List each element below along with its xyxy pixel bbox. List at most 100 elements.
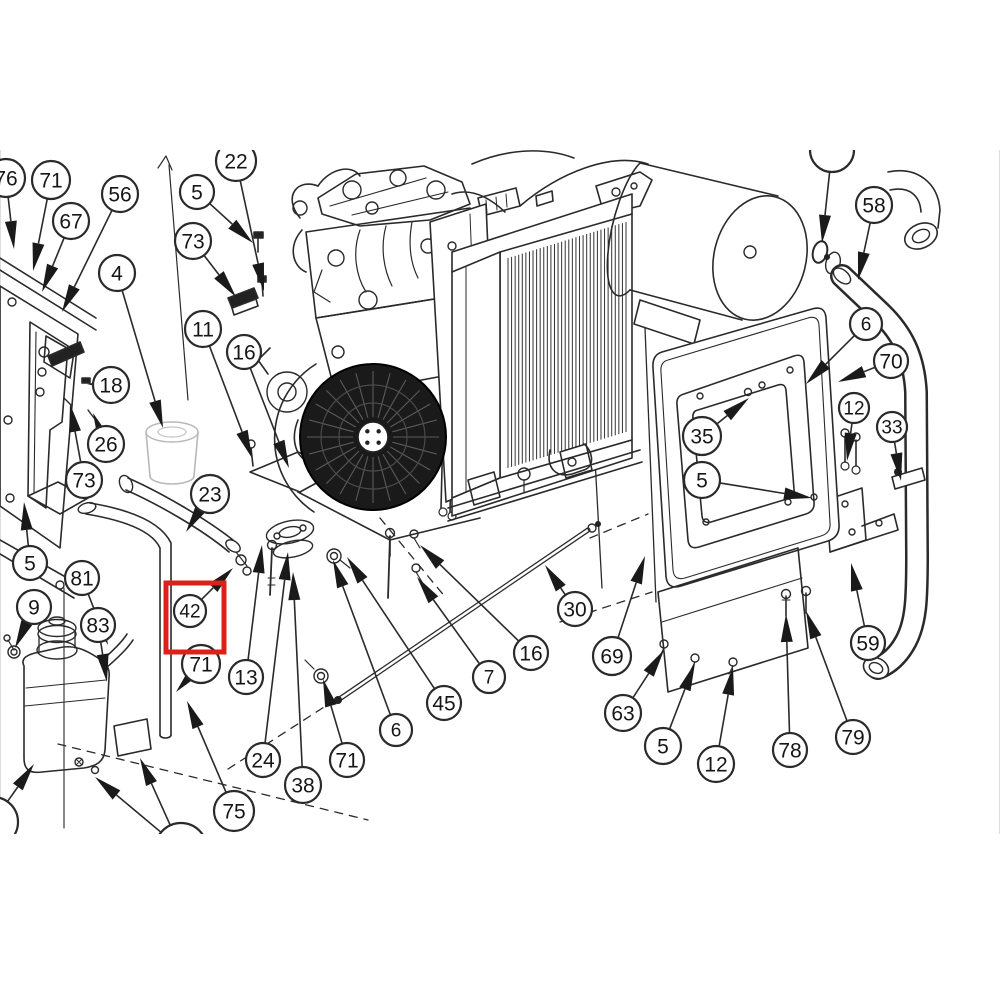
callout-circle — [212, 789, 256, 833]
scan-crop-bottom — [0, 834, 1000, 1000]
callout-13: 13 — [227, 658, 265, 696]
diagram-linework — [499, 213, 633, 479]
callout-number: 59 — [856, 633, 879, 656]
diagram-linework — [891, 467, 926, 490]
diagram-linework — [326, 548, 342, 564]
diagram-linework — [342, 180, 362, 200]
callout-circle — [834, 718, 872, 756]
diagram-linework — [105, 639, 134, 669]
diagram-linework — [887, 170, 941, 229]
callout-circle — [425, 684, 463, 722]
diagram-linework — [266, 539, 278, 551]
leader-line — [25, 529, 30, 547]
leader-arrowhead — [252, 545, 265, 574]
diagram-linework — [57, 743, 369, 821]
callout-18: 18 — [91, 365, 131, 405]
leader-line — [51, 237, 65, 267]
diagram-linework — [786, 366, 794, 374]
diagram-linework — [365, 201, 379, 215]
diagram-linework — [292, 229, 307, 273]
diagram-linework — [382, 225, 393, 287]
callout-35: 35 — [681, 415, 723, 457]
callout-circle — [556, 590, 594, 628]
callout-58: 58 — [854, 185, 894, 225]
leader-arrowhead — [42, 263, 59, 292]
diagram-linework — [329, 177, 427, 207]
leader-line — [99, 641, 104, 655]
diagram-linework — [315, 403, 356, 428]
callout-number: 71 — [335, 750, 358, 773]
diagram-linework — [811, 240, 829, 264]
diagram-linework — [535, 190, 554, 207]
callout-circle — [189, 473, 231, 515]
diagram-linework — [7, 639, 15, 651]
leader-arrowhead — [783, 487, 812, 500]
diagram-linework — [339, 559, 351, 569]
leader-arrowhead — [630, 556, 645, 585]
diagram-linework — [676, 354, 815, 549]
leader-line — [7, 196, 12, 222]
leader-arrowhead — [62, 284, 80, 312]
callout-number: 76 — [0, 168, 18, 191]
callout-number: 42 — [179, 602, 200, 623]
leader-arrowhead — [723, 398, 749, 421]
diagram-linework — [376, 440, 381, 445]
access-door — [548, 307, 840, 588]
diagram-linework — [447, 461, 643, 522]
diagram-linework — [278, 525, 302, 539]
callout-circle — [225, 333, 263, 371]
diagram-linework — [365, 429, 370, 434]
diagram-linework — [317, 168, 361, 187]
callout-6-right: 6 — [848, 306, 884, 342]
callout-number: 45 — [432, 693, 455, 716]
diagram-linework — [269, 547, 273, 596]
callout-number: 78 — [778, 740, 801, 763]
diagram-linework — [325, 389, 360, 424]
callout-number: 12 — [704, 754, 727, 777]
diagram-linework — [415, 571, 423, 583]
diagram-linework — [77, 501, 97, 515]
leader-line — [825, 334, 856, 365]
callout-number: 16 — [519, 643, 542, 666]
callout-9: 9 — [15, 588, 53, 626]
tail-pipe — [830, 264, 929, 680]
leader-arrowhead — [20, 502, 33, 531]
diagram-linework — [661, 577, 803, 623]
leader-arrowhead — [208, 568, 233, 593]
diagram-linework — [413, 537, 421, 549]
diagram-linework — [652, 307, 840, 588]
callout-number: 38 — [291, 775, 314, 798]
diagram-linework — [149, 475, 195, 485]
leader-arrowhead — [12, 764, 35, 791]
diagram-linework — [267, 577, 276, 586]
callout-7: 7 — [471, 659, 507, 695]
diagram-linework — [309, 419, 354, 433]
leader-arrowhead — [288, 572, 301, 601]
callout-71-bot: 71 — [328, 741, 366, 779]
callout-circle — [682, 460, 722, 500]
diagram-linework — [168, 164, 189, 401]
callout-75: 75 — [212, 789, 256, 833]
radiator — [447, 190, 643, 522]
leader-arrowhead — [69, 404, 81, 433]
diagram-linework — [611, 187, 621, 197]
diagram-linework — [334, 696, 342, 704]
callout-circle — [0, 157, 27, 199]
diagram-linework — [3, 634, 11, 642]
leader-line — [668, 688, 686, 730]
callout-circle — [837, 391, 871, 425]
callout-number: 67 — [59, 211, 82, 234]
callout-circle — [603, 693, 643, 733]
diagram-linework — [382, 454, 407, 495]
callout-circle — [100, 174, 140, 214]
diagram-linework — [0, 257, 97, 319]
leader-line — [37, 198, 49, 244]
diagram-linework — [157, 426, 187, 438]
callout-circle — [771, 731, 809, 769]
diagram-linework — [327, 249, 345, 267]
leader-line — [73, 209, 113, 288]
callout-number: 5 — [696, 470, 708, 493]
leader-arrowhead — [420, 545, 445, 569]
